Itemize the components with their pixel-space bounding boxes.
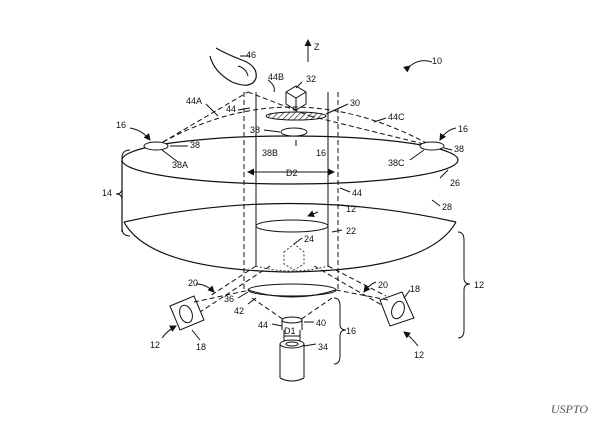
light-cone — [199, 265, 395, 321]
vertical-guides — [243, 92, 339, 290]
label-44B: 44B — [268, 72, 284, 82]
label-20-right: 20 — [378, 280, 388, 290]
label-14: 14 — [102, 188, 112, 198]
lower-lens — [123, 202, 457, 273]
label-18-left: 18 — [196, 342, 206, 352]
cylinder-22 — [255, 219, 329, 272]
leader-lines — [129, 55, 457, 347]
label-28: 28 — [442, 202, 452, 212]
label-12-right: 12 — [474, 280, 484, 290]
label-12-bottom: 12 — [414, 350, 424, 360]
label-38B: 38B — [262, 148, 278, 158]
sensor-38A — [143, 141, 169, 151]
camera-left — [169, 289, 251, 331]
label-10: 10 — [432, 56, 442, 66]
hatched-element — [265, 111, 327, 121]
label-D2: D2 — [286, 168, 298, 178]
label-38-center: 38 — [250, 125, 260, 135]
label-42: 42 — [234, 306, 244, 316]
sensor-38C — [419, 141, 445, 151]
label-16-right: 16 — [458, 124, 468, 134]
dimension-D1 — [283, 330, 301, 342]
label-26: 26 — [450, 178, 460, 188]
label-18-right: 18 — [410, 284, 420, 294]
label-24: 24 — [304, 234, 314, 244]
aperture-40 — [281, 316, 303, 330]
bracket-12 — [457, 231, 471, 339]
label-38-right: 38 — [454, 144, 464, 154]
label-12-left: 12 — [150, 340, 160, 350]
prism-24 — [283, 243, 305, 271]
labels: 10 46 44B 32 44A 44 30 44C 16 16 38 38 3… — [102, 50, 484, 360]
label-44-mid: 44 — [352, 188, 362, 198]
camera-right — [335, 289, 415, 327]
label-44-low: 44 — [258, 320, 268, 330]
lens-42 — [247, 283, 337, 298]
label-36: 36 — [224, 294, 234, 304]
label-46: 46 — [246, 50, 256, 60]
label-12-top: 12 — [346, 204, 356, 214]
uspto-watermark: USPTO — [550, 402, 588, 416]
z-axis-label: Z — [314, 42, 320, 52]
label-16-left: 16 — [116, 120, 126, 130]
label-32: 32 — [306, 74, 316, 84]
label-44A: 44A — [186, 96, 202, 106]
bracket-14 — [115, 149, 131, 237]
beam-path — [155, 91, 433, 147]
label-34: 34 — [318, 342, 328, 352]
fingertip — [209, 47, 257, 86]
label-38A: 38A — [172, 160, 188, 170]
label-20-left: 20 — [188, 278, 198, 288]
label-38C: 38C — [388, 158, 405, 168]
bracket-16 — [333, 297, 347, 365]
label-44: 44 — [226, 104, 236, 114]
label-D1: D1 — [284, 326, 296, 336]
sensor-34 — [279, 339, 305, 382]
label-40: 40 — [316, 318, 326, 328]
label-22: 22 — [346, 226, 356, 236]
upper-plate — [121, 135, 459, 232]
label-44C: 44C — [388, 112, 405, 122]
label-38-left: 38 — [190, 140, 200, 150]
z-axis: Z — [304, 39, 320, 62]
label-30: 30 — [350, 98, 360, 108]
cube-object — [285, 85, 307, 111]
sensor-38B — [280, 127, 308, 137]
label-16-low: 16 — [346, 326, 356, 336]
label-16-center: 16 — [316, 148, 326, 158]
